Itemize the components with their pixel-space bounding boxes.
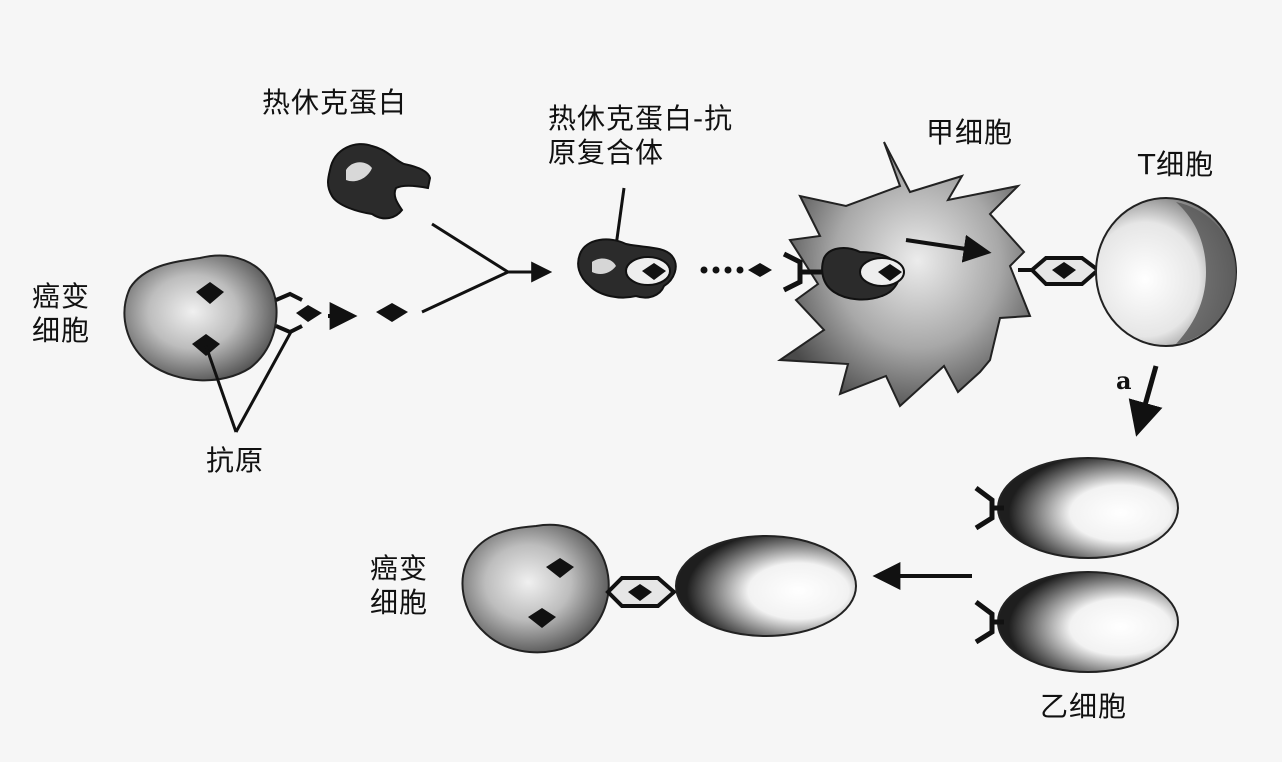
free-antigen: [376, 303, 408, 322]
label-cell-yi: 乙细胞: [1040, 690, 1128, 723]
label-t-cell: T细胞: [1138, 148, 1215, 181]
t-cell: [1095, 197, 1237, 347]
label-cell-jia: 甲细胞: [926, 116, 1014, 149]
antigen-marker-1: [196, 282, 224, 304]
cell-yi-upper: [974, 457, 1179, 559]
label-cancer-cell-top: 癌变 细胞: [32, 280, 91, 347]
label-arrow-a: a: [1116, 366, 1133, 395]
receptor-antigen-top: [275, 291, 322, 335]
label-hsp-antigen-complex: 热休克蛋白-抗 原复合体: [548, 102, 734, 169]
label-cancer-cell-bottom: 癌变 细胞: [370, 552, 429, 619]
arrow-a: [1128, 365, 1163, 437]
label-antigen: 抗原: [206, 444, 265, 477]
cell-jia-spiky: [777, 141, 1042, 408]
antigen-marker-2: [192, 334, 220, 356]
cell-yi-bound: [675, 535, 857, 637]
cancer-cell-bottom: [461, 523, 610, 654]
dotted-transfer: [700, 263, 772, 277]
merge-lines: [421, 222, 553, 314]
bottom-binding-complex: [605, 576, 678, 608]
cancer-cell-top: [123, 254, 278, 382]
antigen-release-arrow: [328, 302, 408, 330]
cell-yi-lower: [974, 571, 1179, 673]
antigen-pointer-lines: [204, 329, 294, 433]
heat-shock-protein-icon: [327, 143, 432, 220]
hsp-antigen-complex-icon: [577, 187, 677, 299]
mhc-antigen-presentation: [1029, 256, 1102, 286]
label-heat-shock-protein: 热休克蛋白: [262, 86, 408, 119]
